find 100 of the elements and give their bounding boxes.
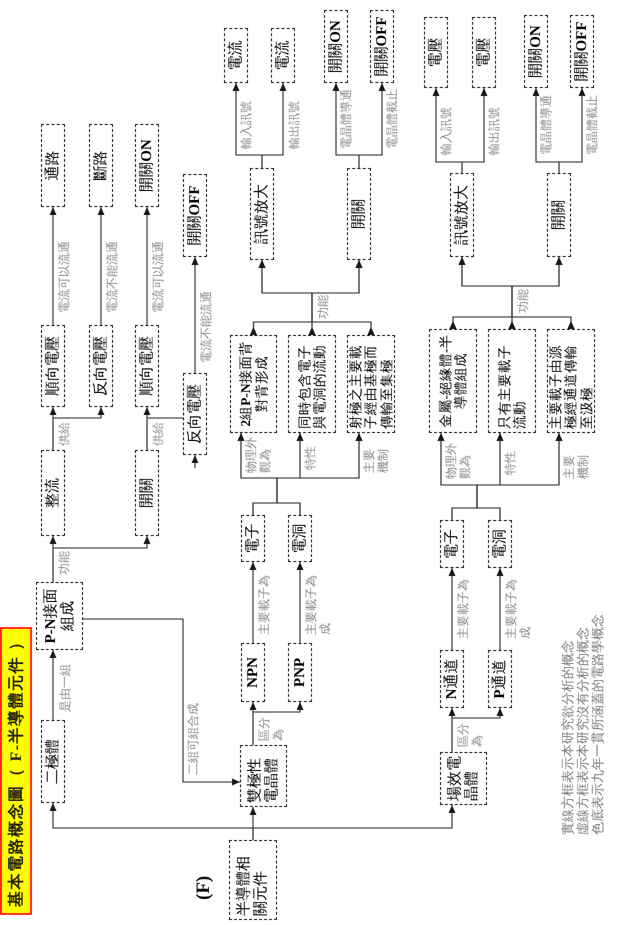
concept-text: 開關ON xyxy=(138,139,156,192)
concept-text: 順向電壓 xyxy=(44,336,62,396)
concept-text: 只有主要載子流動 xyxy=(496,344,528,429)
connector-arrow xyxy=(98,207,104,325)
edge-label: 供給 xyxy=(57,422,71,446)
concept-text: 場效電晶體 xyxy=(446,756,480,801)
edge-label: 電流不能流通 xyxy=(199,291,213,363)
edge-label: 電晶體截止 xyxy=(385,89,399,149)
concept-box xyxy=(41,450,65,536)
connector-arrow xyxy=(50,207,56,325)
edge-label: 主要機制 xyxy=(562,454,590,479)
concept-box xyxy=(324,10,348,83)
note-text: 虛線方框表示本研究沒有分析的概念 xyxy=(576,627,590,835)
concept-text: 電壓 xyxy=(428,38,444,68)
concept-box xyxy=(570,15,594,88)
concept-box xyxy=(241,643,265,702)
concept-text: 開關OFF xyxy=(574,22,590,82)
concept-box xyxy=(224,28,248,83)
edge-label: 電晶體導通 xyxy=(339,89,353,149)
edge-label: 輸入訊號 xyxy=(239,101,253,149)
concept-box xyxy=(488,520,512,568)
concept-box xyxy=(288,643,312,702)
connector-arrow xyxy=(261,83,286,168)
concept-box xyxy=(440,650,464,708)
connector-arrow xyxy=(192,455,198,468)
concept-box xyxy=(288,335,336,433)
concept-text: 整流 xyxy=(44,478,62,508)
concept-text: 開關 xyxy=(550,200,568,230)
concept-text: 電洞 xyxy=(292,524,308,554)
connector-arrow xyxy=(252,805,456,840)
concept-box xyxy=(89,325,113,407)
edge-label: 二組可組合成 xyxy=(186,703,200,775)
connector-arrow xyxy=(192,257,198,373)
edge-label: 物理外觀為 xyxy=(244,436,272,473)
concept-text: 反向電壓 xyxy=(186,384,204,444)
edge-label: 電流不能流通 xyxy=(105,241,119,313)
concept-box xyxy=(41,720,65,803)
edge-label: 特性 xyxy=(303,446,317,470)
concept-box xyxy=(472,17,496,88)
connector-arrow xyxy=(50,650,56,720)
concept-text: 金屬-絕緣體-半導體組成 xyxy=(438,334,468,429)
concept-box xyxy=(250,168,274,260)
connector-arrow xyxy=(83,618,240,786)
note-text: 色底表示九年一貫所涵蓋的電路學概念 xyxy=(591,614,605,835)
concept-box xyxy=(135,325,159,407)
concept-box xyxy=(450,173,474,257)
concept-text: 開關OFF xyxy=(374,16,390,76)
concept-text: 電流 xyxy=(228,40,244,70)
concept-text: 通路 xyxy=(44,150,62,180)
edge-label: 物理外觀為 xyxy=(444,442,472,479)
concept-box xyxy=(440,520,464,568)
edge-label: 電晶體截止 xyxy=(585,95,599,155)
concept-text: 開關 xyxy=(350,199,368,229)
connector-arrow xyxy=(448,568,456,650)
connector-arrow xyxy=(52,407,104,450)
concept-box xyxy=(229,840,277,920)
edge-label: 主要機制 xyxy=(362,448,390,473)
concept-box xyxy=(347,335,395,433)
edge-label: 輸出訊號 xyxy=(287,101,301,149)
edge-label: 供給 xyxy=(151,422,165,446)
concept-box xyxy=(241,515,265,562)
edge-label: 功能 xyxy=(516,289,530,313)
edge-label: 主要載子為 xyxy=(456,579,470,639)
concept-box xyxy=(135,450,159,536)
concept-text: NPN xyxy=(244,657,262,688)
concept-box xyxy=(347,168,371,260)
edge-label: 區分為 xyxy=(456,722,484,747)
concept-text: PNP xyxy=(292,658,308,688)
concept-text: 半導體相關元件 xyxy=(236,855,270,916)
concept-text: 開關 xyxy=(138,478,156,508)
connector-arrow xyxy=(358,83,386,168)
connector-arrow xyxy=(276,433,362,515)
concept-text: 開關ON xyxy=(328,20,344,73)
concept-text: 雙極性電晶體 xyxy=(246,757,280,803)
concept-text: P通道 xyxy=(492,659,508,699)
concept-box xyxy=(183,174,207,257)
edge-label: 功能 xyxy=(316,295,330,319)
concept-text: 電壓 xyxy=(476,38,492,68)
concept-box xyxy=(370,10,394,83)
edge-label: 電晶體導通 xyxy=(539,95,553,155)
concept-text: 開關ON xyxy=(528,25,544,78)
concept-text: 電子 xyxy=(244,524,262,554)
edge-label: 功能 xyxy=(57,551,71,575)
connector-arrow xyxy=(476,433,562,520)
concept-box xyxy=(524,15,548,88)
connector-arrow xyxy=(252,702,304,745)
concept-box xyxy=(36,582,83,650)
concept-text: 電流 xyxy=(274,40,292,70)
concept-box xyxy=(547,329,595,433)
concept-text: N通道 xyxy=(444,658,460,700)
concept-text: 斷路 xyxy=(92,150,110,180)
connector-arrow xyxy=(451,708,504,752)
edge-label: 是由一組 xyxy=(58,664,72,712)
concept-text: 射極之主要載子經由基極而傳輸至集極 xyxy=(348,344,394,429)
figure-label: (F) xyxy=(193,876,215,900)
connector-arrow xyxy=(144,207,150,325)
edge-label: 電流可以流通 xyxy=(151,241,165,313)
concept-text: 順向電壓 xyxy=(138,336,156,396)
edge-label: 電流可以流通 xyxy=(57,241,71,313)
concept-box xyxy=(271,28,295,83)
